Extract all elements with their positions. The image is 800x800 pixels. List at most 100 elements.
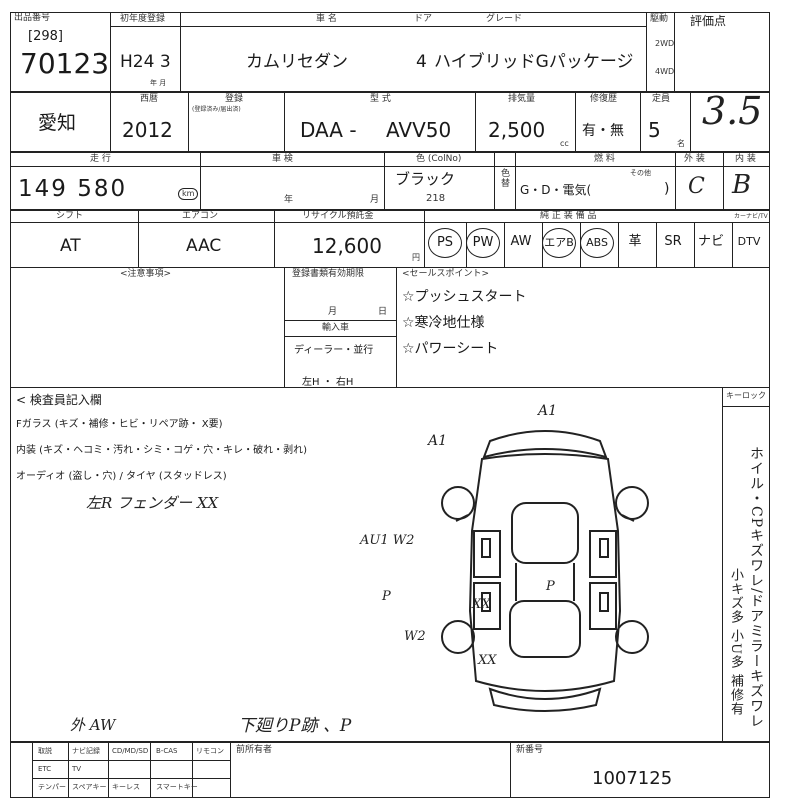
aircon: AAC xyxy=(186,236,222,256)
auction-sheet: 出品番号 [298] 70123 初年度登録 H24 3 年 月 車 名 ドア … xyxy=(10,6,770,800)
first-reg-label: 初年度登録 xyxy=(120,14,166,24)
lot-number: 70123 xyxy=(20,47,110,80)
fuel-close: ) xyxy=(664,181,670,197)
car-name: カムリセダン xyxy=(246,52,348,72)
drive-2wd: 2WD xyxy=(655,39,675,48)
recycle: 12,600 xyxy=(312,234,382,258)
row-header xyxy=(10,12,770,92)
equipment-item: SR xyxy=(664,234,682,249)
equipment-item: エアB xyxy=(542,228,576,258)
shift: AT xyxy=(60,236,81,256)
interior-grade: B xyxy=(732,170,752,200)
first-reg-value: H24 3 xyxy=(120,52,171,72)
interior-label: 内 装 xyxy=(735,154,756,164)
color-label: 色 (ColNo) xyxy=(416,154,462,164)
carnavi-label: カーナビ/TV xyxy=(734,213,768,220)
footer-opt-9: スペアキー xyxy=(72,783,107,791)
year-label: 西暦 xyxy=(140,94,159,104)
notes-label: <注意事項> xyxy=(120,269,172,279)
exterior-grade: C xyxy=(688,174,705,199)
footer-opt-6: B-CAS xyxy=(156,747,178,755)
equipment-item: AW xyxy=(510,234,532,249)
mileage: 149 580 xyxy=(18,176,128,202)
inspector-line-2: 内装 (キズ・ヘコミ・汚れ・シミ・コゲ・穴・キレ・破れ・剥れ) xyxy=(16,445,307,456)
displacement: 2,500 xyxy=(488,118,546,142)
mark-p-roof: P xyxy=(546,579,555,594)
row-2 xyxy=(10,92,770,152)
footer-opt-7: リモコン xyxy=(196,747,224,755)
grade-label: グレード xyxy=(486,14,523,24)
bottom-note-right: 下廻りP跡 、P xyxy=(238,716,352,736)
score-value: 3.5 xyxy=(702,89,763,133)
new-number: 1007125 xyxy=(592,768,673,789)
new-number-label: 新番号 xyxy=(516,745,544,755)
recycle-label: リサイクル預託金 xyxy=(302,211,374,221)
car-diagram xyxy=(441,430,649,712)
deadline-day: 日 xyxy=(378,307,388,317)
sales-point-1: ☆プッシュスタート xyxy=(402,289,527,305)
model-label: 型 式 xyxy=(370,94,391,104)
drive-4wd: 4WD xyxy=(655,67,675,76)
drive-label: 駆動 xyxy=(650,14,669,24)
footer-opt-5: TV xyxy=(72,765,82,773)
inspector-label: < 検査員記入欄 xyxy=(16,393,102,407)
displacement-label: 排気量 xyxy=(508,94,536,104)
deadline-month: 月 xyxy=(328,307,338,317)
color-no: 218 xyxy=(426,193,446,204)
mark-xx-2: XX xyxy=(478,653,497,668)
footer-opt-2: ナビ記録 xyxy=(72,747,100,755)
steering: 左H ・ 右H xyxy=(302,377,354,388)
owner-label: 前所有者 xyxy=(236,745,273,755)
capacity-unit: 名 xyxy=(677,139,685,148)
doors-label: ドア xyxy=(414,14,433,24)
inspector-line-1: Fガラス (キズ・補修・ヒビ・リペア跡・ X要) xyxy=(16,419,223,430)
deadline-label: 登録書類有効期限 xyxy=(292,269,365,279)
equipment-item: DTV xyxy=(737,235,761,248)
fuel-other: その他 xyxy=(630,169,651,177)
model: AVV50 xyxy=(386,118,452,142)
capacity-label: 定員 xyxy=(652,94,671,104)
grade: ハイブリッドGパッケージ xyxy=(434,52,634,72)
reg-label: 登録 xyxy=(225,94,244,104)
sales-label: <セールスポイント> xyxy=(402,269,490,279)
notes-section xyxy=(10,268,770,388)
import-label: 輸入車 xyxy=(322,323,350,333)
reg-sub: (登録済み/届出済) xyxy=(192,106,241,113)
displacement-unit: cc xyxy=(560,139,569,148)
row-4 xyxy=(10,210,770,268)
doors: 4 xyxy=(416,52,427,72)
capacity: 5 xyxy=(648,118,661,142)
footer-opt-3: ETC xyxy=(38,765,52,773)
model-prefix: DAA - xyxy=(300,118,357,142)
score-label: 評価点 xyxy=(690,14,727,28)
fuel-label: 燃 料 xyxy=(594,154,615,164)
color: ブラック xyxy=(395,170,456,188)
sales-point-2: ☆寒冷地仕様 xyxy=(402,315,485,331)
mark-xx-1: XX xyxy=(472,597,491,612)
footer-opt-8: テンパー xyxy=(38,783,66,791)
inspection-year: 年 xyxy=(284,195,294,205)
history: 有・無 xyxy=(582,123,624,139)
bottom-note-left: 外 AW xyxy=(70,716,116,734)
year: 2012 xyxy=(122,118,173,142)
mark-w2: W2 xyxy=(404,629,426,644)
aircon-label: エアコン xyxy=(182,211,219,221)
footer-opt-10: キーレス xyxy=(112,783,140,791)
equipment-item: 革 xyxy=(628,234,642,249)
inspector-line-3: オーディオ (盗し・穴) / タイヤ (スタッドレス) xyxy=(16,471,227,482)
inspection-label: 車 検 xyxy=(272,154,293,164)
mark-p-side: P xyxy=(382,589,391,604)
mileage-label: 走 行 xyxy=(90,154,111,164)
recycle-unit: 円 xyxy=(412,253,420,262)
handwritten-note: 左R フェンダー XX xyxy=(86,494,219,512)
equipment-item: PS xyxy=(428,228,462,258)
first-reg-unit: 年 月 xyxy=(150,79,167,87)
footer xyxy=(10,742,770,798)
equipment-item: ナビ xyxy=(697,234,724,249)
lot-label: 出品番号 xyxy=(14,13,51,23)
region: 愛知 xyxy=(38,112,77,134)
exterior-label: 外 装 xyxy=(684,154,705,164)
footer-opt-11: スマートキー xyxy=(156,783,198,791)
equipment-label: 純 正 装 備 品 xyxy=(540,211,597,221)
color-change: 色替 xyxy=(499,168,509,188)
